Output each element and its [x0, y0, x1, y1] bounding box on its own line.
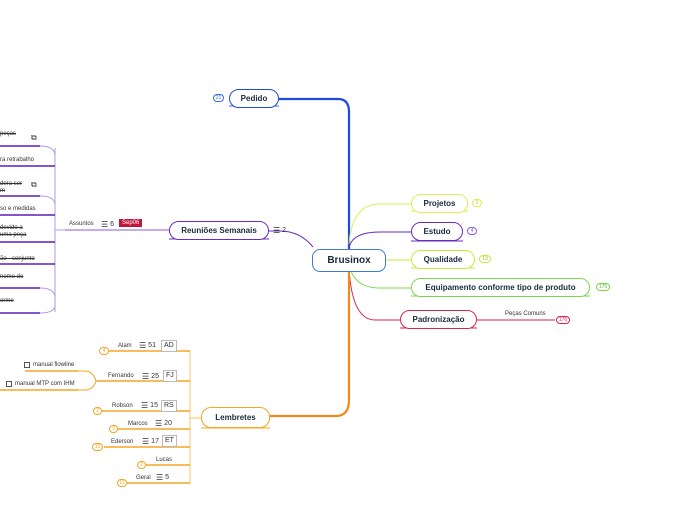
reuniao-item-7[interactable]: uma peça [0, 232, 27, 238]
geral-count: 5 [165, 474, 170, 481]
reunioes-list-count-value: 2 [282, 227, 287, 234]
topic-reunioes-semanais[interactable]: Reuniões Semanais [169, 221, 269, 240]
marcos-count: 20 [164, 420, 172, 427]
topic-lembretes[interactable]: Lembretes [201, 407, 270, 428]
padronizacao-count-circle[interactable]: 176 [556, 316, 570, 324]
ederson-count: 17 [151, 438, 159, 445]
geral-count-circle[interactable]: 11 [117, 479, 127, 487]
task-manual-flowline[interactable]: manual flowline [33, 362, 75, 368]
robson-count: 15 [150, 402, 158, 409]
ederson-count-circle[interactable]: 10 [92, 443, 103, 451]
reuniao-item-8[interactable]: ão - conjunto [0, 256, 35, 262]
ederson-initials-badge: ET [162, 435, 177, 447]
list-icon: ☰ [139, 341, 147, 350]
pedido-count-circle[interactable]: 21 [213, 94, 224, 102]
assuntos-list-count: ☰ 6 [101, 220, 114, 229]
alam-count: 51 [148, 342, 156, 349]
alam-count-circle[interactable]: 4 [99, 347, 109, 355]
external-link-icon[interactable]: ⧉ [31, 133, 37, 142]
ederson-list-count: ☰ 17 [142, 437, 159, 446]
robson-list-count: ☰ 15 [141, 401, 158, 410]
topic-equipamento[interactable]: Equipamento conforme tipo de produto [411, 278, 590, 297]
fernando-initials-badge: FJ [163, 370, 177, 382]
reunioes-list-count: ☰ 2 [273, 226, 286, 235]
person-marcos[interactable]: Marcos [128, 421, 148, 427]
alam-list-count: ☰ 51 [139, 341, 156, 350]
list-icon: ☰ [141, 401, 149, 410]
person-fernando[interactable]: Fernando [108, 373, 134, 379]
fernando-list-count: ☰ 25 [142, 372, 159, 381]
list-icon: ☰ [155, 419, 163, 428]
list-icon: ☰ [142, 372, 150, 381]
alam-initials-badge: AD [161, 340, 177, 352]
fernando-count: 25 [151, 373, 159, 380]
equipamento-count-circle[interactable]: 176 [596, 283, 610, 291]
task-checkbox[interactable] [6, 381, 12, 387]
reuniao-item-10[interactable]: orme [0, 298, 14, 304]
person-alam[interactable]: Alam [118, 343, 132, 349]
topic-qualidade[interactable]: Qualidade [411, 250, 475, 269]
person-lucas[interactable]: Lucas [156, 457, 173, 463]
assuntos-list-count-value: 6 [110, 221, 115, 228]
marcos-list-count: ☰ 20 [155, 419, 172, 428]
list-icon: ☰ [101, 220, 109, 229]
external-link-icon[interactable]: ⧉ [31, 180, 37, 189]
task-checkbox[interactable] [24, 362, 30, 368]
person-ederson[interactable]: Ederson [111, 439, 134, 445]
lucas-count-circle[interactable]: 2 [137, 461, 146, 469]
robson-count-circle[interactable]: 2 [93, 407, 102, 415]
projetos-count-circle[interactable]: 3 [472, 199, 482, 207]
estudo-count-circle[interactable]: 4 [467, 227, 477, 235]
date-tag: Sep06 [119, 219, 143, 227]
reuniao-item-1[interactable]: peças [0, 131, 17, 137]
robson-initials-badge: RS [161, 400, 177, 412]
list-icon: ☰ [273, 226, 281, 235]
person-geral[interactable]: Geral [136, 475, 151, 481]
marcos-count-circle[interactable]: 3 [109, 425, 118, 433]
task-manual-mtp-ihm[interactable]: manual MTP com IHM [15, 381, 75, 387]
topic-projetos[interactable]: Projetos [411, 194, 468, 213]
qualidade-count-circle[interactable]: 13 [479, 255, 491, 263]
person-robson[interactable]: Robson [112, 403, 133, 409]
topic-pedido[interactable]: Pedido [229, 89, 279, 108]
subtopic-assuntos[interactable]: Assuntos [69, 221, 94, 227]
geral-list-count: ☰ 5 [156, 473, 169, 482]
reuniao-item-9[interactable]: nome do [0, 274, 24, 280]
root-topic-brusinox[interactable]: Brusinox [312, 249, 386, 272]
reuniao-item-5[interactable]: so e medidas [0, 206, 36, 212]
reuniao-item-2[interactable]: ra retrabalho [0, 157, 35, 163]
list-icon: ☰ [142, 437, 150, 446]
topic-estudo[interactable]: Estudo [411, 222, 463, 241]
reuniao-item-6[interactable]: devido a [0, 225, 23, 231]
subtopic-pecas-comuns[interactable]: Peças Comuns [505, 311, 546, 317]
reuniao-item-4[interactable]: m [0, 188, 5, 194]
reuniao-item-3[interactable]: dera ser [0, 181, 23, 187]
topic-padronizacao[interactable]: Padronização [400, 310, 477, 329]
list-icon: ☰ [156, 473, 164, 482]
